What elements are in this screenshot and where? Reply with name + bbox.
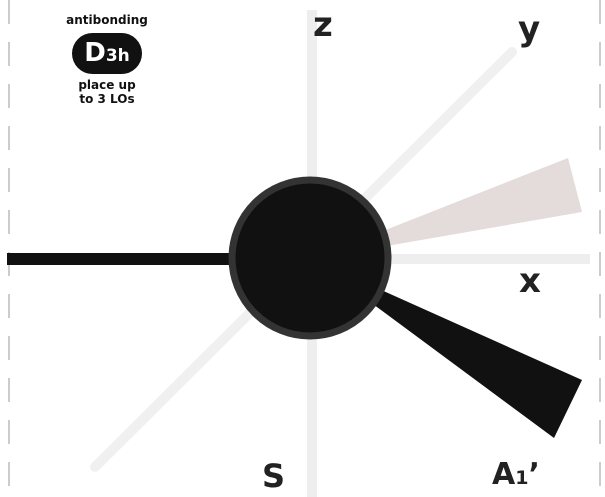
point-group-sub: 3h <box>106 46 130 66</box>
symmetry-prime: ’ <box>528 457 539 492</box>
badge-bottom-caption-line2: to 3 LOs <box>52 93 162 107</box>
orbital-label: S <box>262 460 285 492</box>
symmetry-label: A1’ <box>492 460 540 490</box>
x-axis-label: x <box>519 264 541 298</box>
badge-top-caption: antibonding <box>52 14 162 28</box>
point-group-pill: D3h <box>72 33 142 74</box>
z-axis-label: z <box>313 8 333 42</box>
point-group-main: D <box>84 38 106 68</box>
badge-bottom-caption-line1: place up <box>52 79 162 93</box>
symmetry-main: A <box>492 457 515 492</box>
point-group-badge: antibonding D3h place up to 3 LOs <box>52 14 162 106</box>
central-atom <box>232 180 388 336</box>
symmetry-sub: 1 <box>515 467 528 489</box>
y-axis-label: y <box>518 12 540 46</box>
